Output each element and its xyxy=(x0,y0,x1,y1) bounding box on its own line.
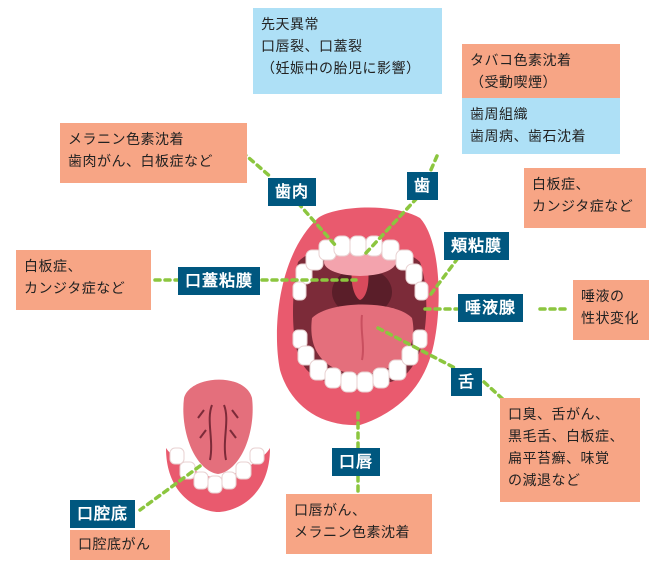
congenital-line: 口唇裂、口蓋裂 xyxy=(261,39,363,55)
tongue-raised-illustration xyxy=(166,379,270,512)
tobacco-line: （受動喫煙） xyxy=(470,75,557,91)
gum-disease-line: メラニン色素沈着 xyxy=(68,132,184,148)
periodontal-box: 歯周組織 歯周病、歯石沈着 xyxy=(462,98,620,154)
tobacco-line: タバコ色素沈着 xyxy=(470,53,572,69)
tag-palate: 口蓋粘膜 xyxy=(178,267,261,295)
tongue-disease-line: の減退など xyxy=(508,473,581,489)
uvula xyxy=(351,268,369,300)
tobacco-box: タバコ色素沈着 （受動喫煙） xyxy=(462,44,620,98)
open-mouth xyxy=(276,207,439,426)
periodontal-line: 歯周病、歯石沈着 xyxy=(470,129,586,145)
gum-disease-box: メラニン色素沈着 歯肉がん、白板症など xyxy=(60,123,247,183)
saliva-disease-box: 唾液の 性状変化 xyxy=(573,280,649,340)
periodontal-title: 歯周組織 xyxy=(470,107,528,123)
floor-disease-box: 口腔底がん xyxy=(70,530,170,560)
tongue-disease-line: 扁平苔癬、味覚 xyxy=(508,451,610,467)
lip-disease-line: 口唇がん、 xyxy=(294,503,367,519)
congenital-box: 先天異常 口唇裂、口蓋裂 （妊娠中の胎児に影響） xyxy=(253,8,442,94)
saliva-disease-line: 性状変化 xyxy=(581,311,639,327)
lower-teeth xyxy=(292,329,428,393)
buccal-disease-line: カンジタ症など xyxy=(532,199,634,215)
palate-disease-line: カンジタ症など xyxy=(24,281,126,297)
palate-disease-box: 白板症、 カンジタ症など xyxy=(16,250,151,310)
tongue-disease-line: 口臭、舌がん、 xyxy=(508,407,610,423)
palate-disease-line: 白板症、 xyxy=(24,259,82,275)
tag-floor: 口腔底 xyxy=(70,500,136,528)
tag-buccal: 頬粘膜 xyxy=(444,232,510,260)
floor-disease-line: 口腔底がん xyxy=(78,537,151,553)
tag-tooth: 歯 xyxy=(407,172,439,200)
tag-lip: 口唇 xyxy=(332,448,381,476)
buccal-disease-box: 白板症、 カンジタ症など xyxy=(524,168,646,228)
tag-saliva: 唾液腺 xyxy=(458,294,524,322)
tongue-disease-box: 口臭、舌がん、 黒毛舌、白板症、 扁平苔癬、味覚 の減退など xyxy=(500,398,640,502)
lip-disease-line: メラニン色素沈着 xyxy=(294,525,410,541)
tongue-disease-line: 黒毛舌、白板症、 xyxy=(508,429,624,445)
gum-disease-line: 歯肉がん、白板症など xyxy=(68,154,213,170)
congenital-title: 先天異常 xyxy=(261,17,319,33)
buccal-disease-line: 白板症、 xyxy=(532,177,590,193)
congenital-line: （妊娠中の胎児に影響） xyxy=(261,61,421,77)
saliva-disease-line: 唾液の xyxy=(581,289,625,305)
lip-disease-box: 口唇がん、 メラニン色素沈着 xyxy=(286,494,432,554)
tag-tongue: 舌 xyxy=(451,368,483,396)
tag-gum: 歯肉 xyxy=(268,178,317,206)
